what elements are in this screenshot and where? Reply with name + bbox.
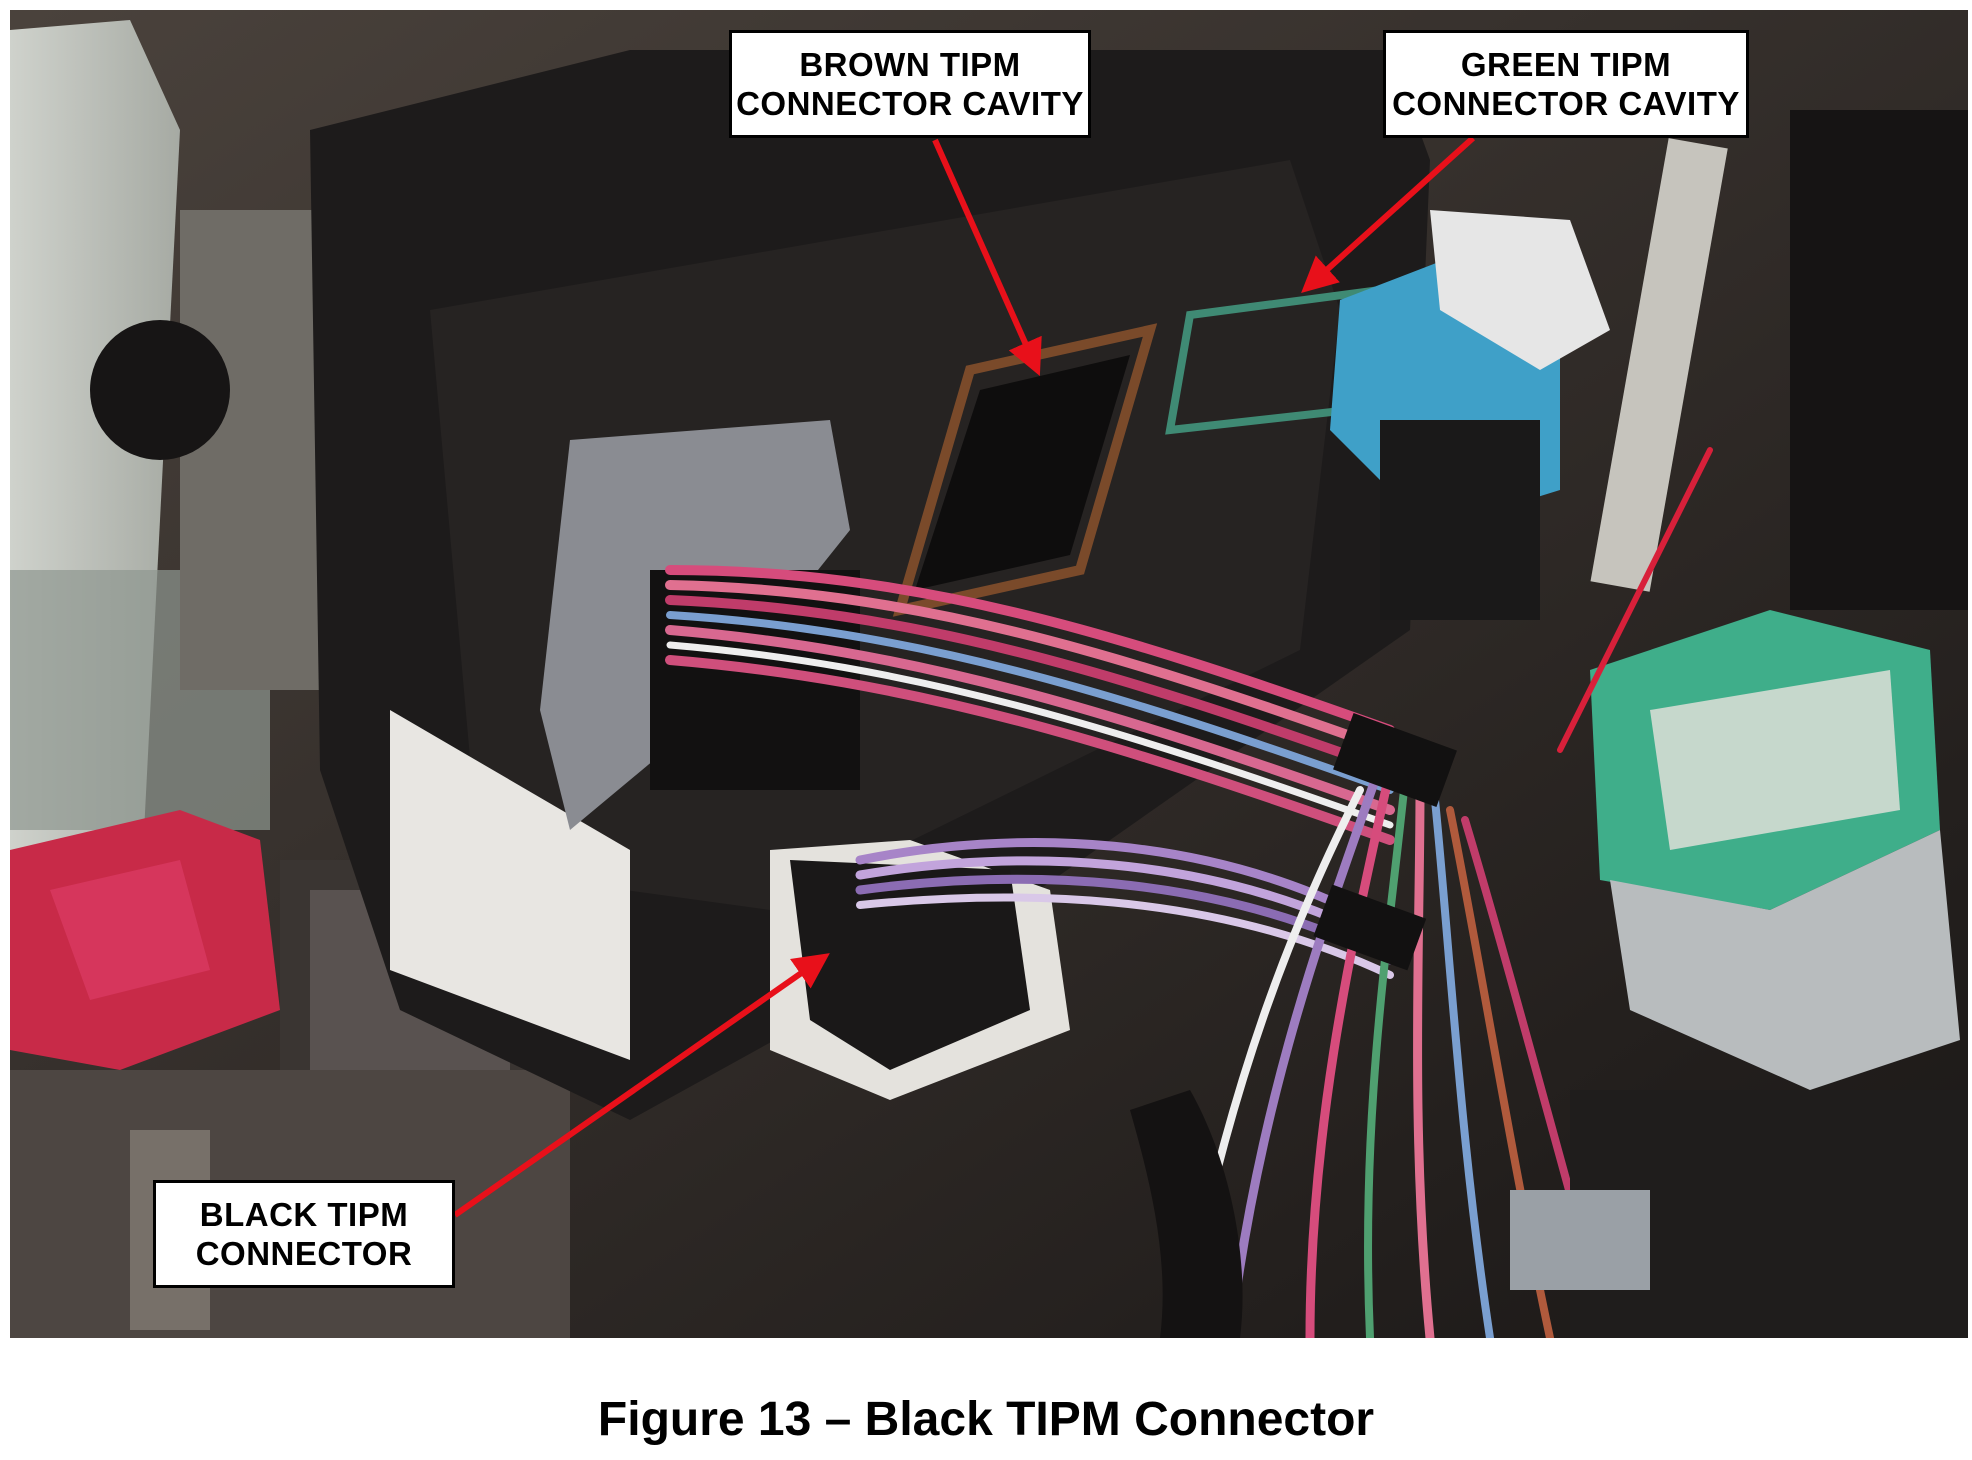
black-connector-callout-line1: BLACK TIPM [199, 1196, 409, 1233]
green-cavity-callout: GREEN TIPM CONNECTOR CAVITY [1383, 30, 1749, 138]
figure-caption: Figure 13 – Black TIPM Connector [597, 1393, 1375, 1446]
green-cavity-callout-line1: GREEN TIPM [1460, 46, 1672, 83]
brown-cavity-callout-line2: CONNECTOR CAVITY [736, 85, 1084, 122]
black-connector-callout: BLACK TIPM CONNECTOR [153, 1180, 455, 1288]
black-connector-callout-line2: CONNECTOR [195, 1235, 413, 1272]
tipm-photo-illustration [10, 10, 1968, 1338]
green-cavity-callout-line2: CONNECTOR CAVITY [1392, 85, 1740, 122]
brown-cavity-callout: BROWN TIPM CONNECTOR CAVITY [729, 30, 1091, 138]
brown-cavity-callout-line1: BROWN TIPM [799, 46, 1021, 83]
engine-bay-photo [10, 10, 1968, 1338]
